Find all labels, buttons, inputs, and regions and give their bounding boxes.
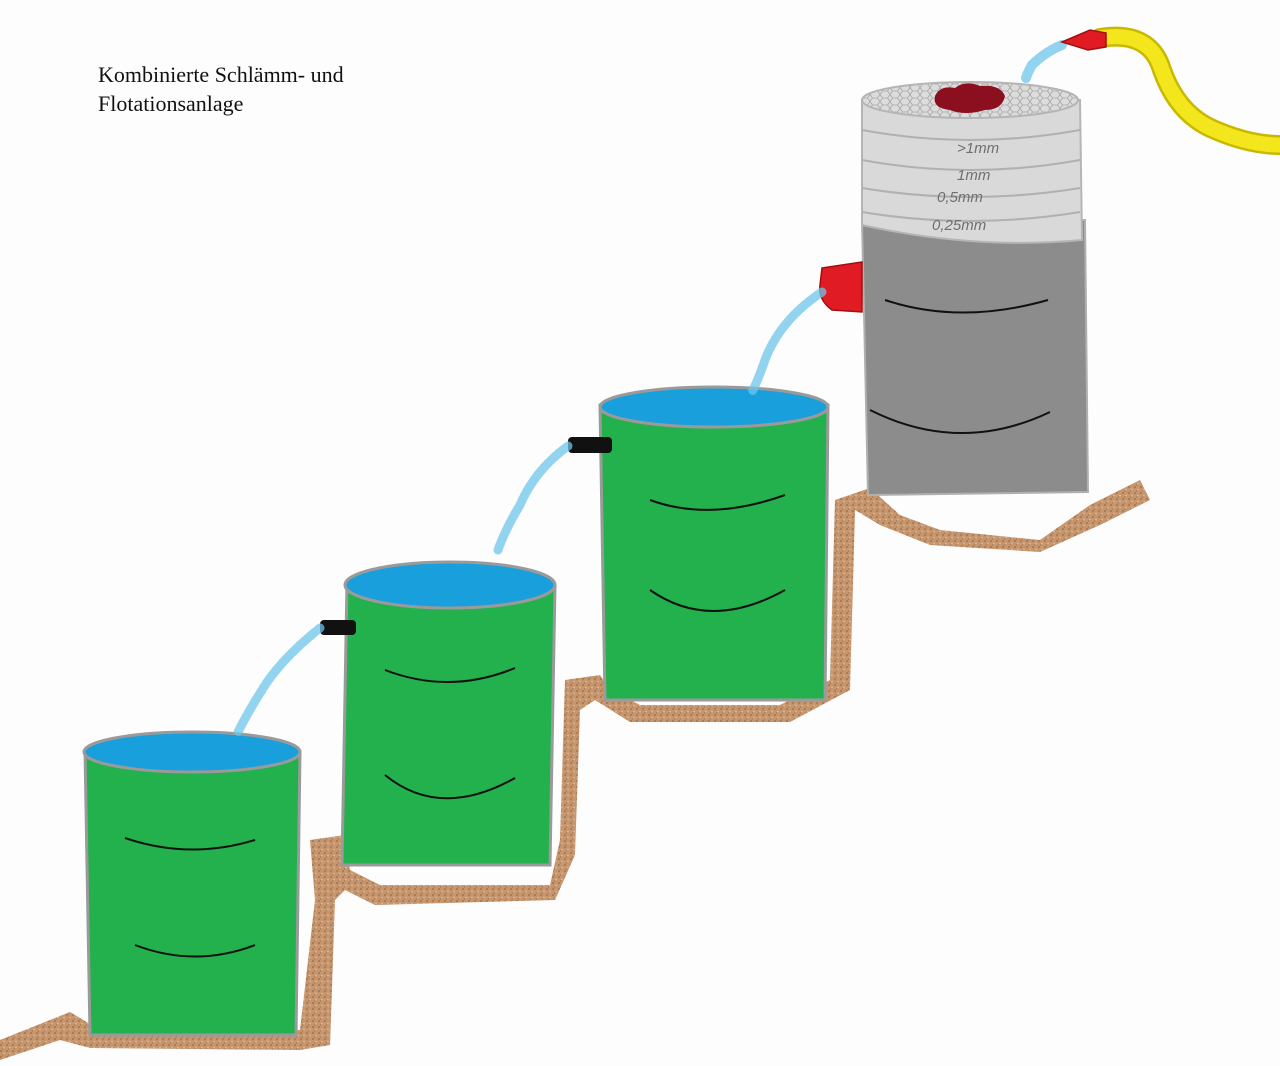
stream-barrel-2-to-barrel-1	[233, 623, 325, 737]
sieve-label-2: 1mm	[957, 167, 990, 184]
title-line-2: Flotationsanlage	[98, 91, 244, 116]
barrel-3-outlet	[568, 437, 612, 453]
title-line-1: Kombinierte Schlämm- und	[98, 62, 344, 87]
garden-hose	[1059, 26, 1280, 155]
barrel-2-water	[343, 560, 557, 610]
water-streams	[233, 40, 1067, 737]
barrel-1-water	[82, 730, 302, 774]
barrel-3-water	[598, 385, 830, 429]
diagram-title: Kombinierte Schlämm- und Flotationsanlag…	[98, 60, 344, 118]
hose-nozzle	[1059, 29, 1107, 51]
soil-sample	[934, 83, 1005, 113]
sieve-label-4: 0,25mm	[932, 217, 986, 234]
red-spout	[819, 261, 863, 313]
barrel-1	[82, 730, 302, 1037]
stream-hose-spray	[1021, 40, 1067, 83]
sieve-label-1: >1mm	[957, 140, 999, 157]
barrel-2-outlet	[320, 620, 356, 635]
sieve-label-3: 0,5mm	[937, 189, 983, 206]
stream-spout-to-barrel-3	[747, 287, 827, 397]
barrel-2	[320, 560, 557, 867]
barrel-3	[568, 385, 830, 702]
stream-barrel-3-to-barrel-2	[493, 441, 573, 555]
sieve-barrel: >1mm 1mm 0,5mm 0,25mm	[819, 81, 1090, 497]
ground-sediment	[0, 480, 1150, 1060]
